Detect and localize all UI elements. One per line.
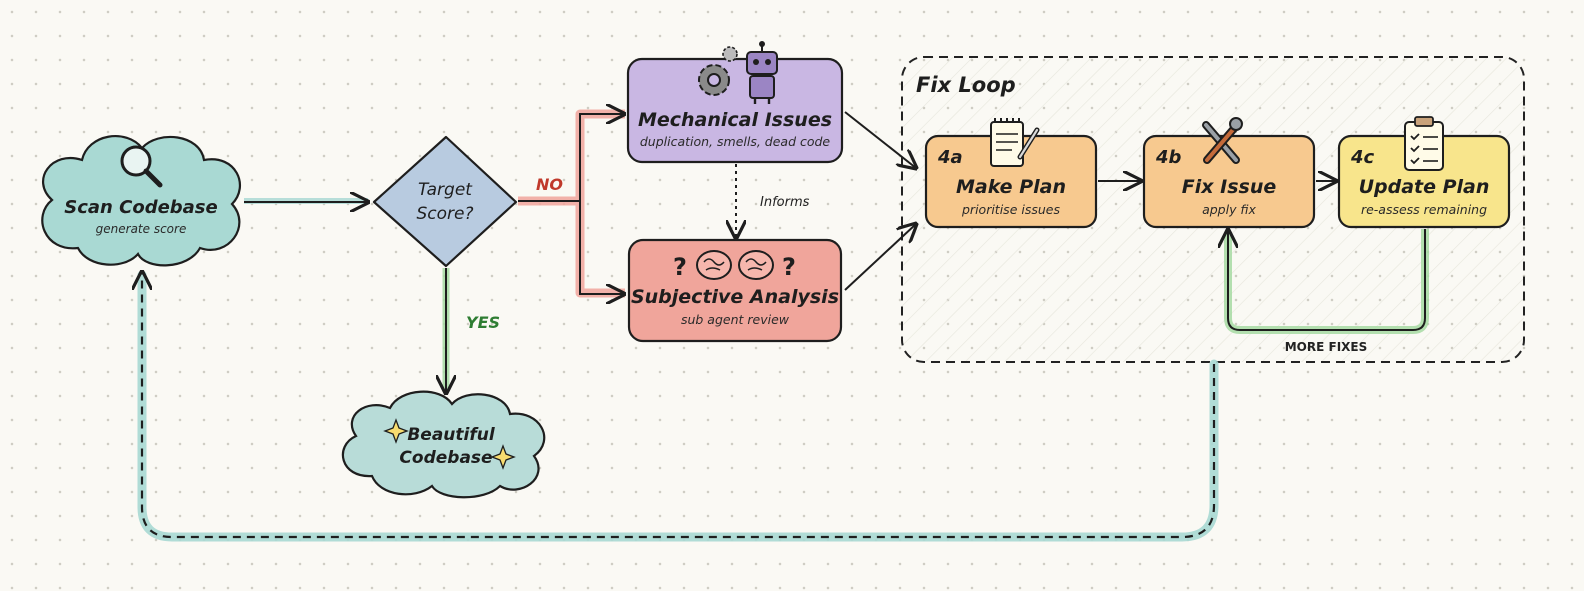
svg-text:?: ? (782, 253, 796, 281)
decision-node: Target Score? (372, 135, 518, 268)
subjective-subtitle: sub agent review (681, 312, 790, 327)
step-4c-subtitle: re-assess remaining (1361, 202, 1487, 217)
step-4a-num: 4a (937, 147, 963, 168)
beautiful-line2: Codebase (399, 448, 492, 468)
arrow-no-branch: NO (518, 114, 625, 294)
step-4b-num: 4b (1155, 147, 1182, 168)
informs-label: Informs (760, 195, 810, 210)
subjective-title: Subjective Analysis (631, 286, 839, 308)
beautiful-line1: Beautiful (407, 425, 496, 445)
no-label: NO (536, 175, 563, 194)
return-loop-arrow (142, 272, 1219, 542)
scan-codebase-node: Scan Codebase generate score (41, 135, 242, 267)
mechanical-issues-node: Mechanical Issues duplication, smells, d… (626, 41, 844, 164)
decision-line1: Target (418, 180, 473, 200)
step-4a-subtitle: prioritise issues (961, 202, 1060, 217)
yes-label: YES (466, 313, 500, 332)
mechanical-subtitle: duplication, smells, dead code (640, 134, 831, 149)
step-4c-title: Update Plan (1359, 176, 1490, 198)
brain-question-icon: ? ? (673, 250, 796, 281)
arrow-yes-branch: YES (446, 268, 500, 393)
step-make-plan: 4a Make Plan prioritise issues (924, 118, 1098, 229)
gear-robot-icon (698, 41, 778, 104)
more-fixes-label: MORE FIXES (1285, 340, 1368, 354)
subjective-analysis-node: ? ? Subjective Analysis sub agent review (627, 238, 843, 343)
fix-loop-title: Fix Loop (916, 73, 1016, 97)
svg-text:?: ? (673, 253, 687, 281)
arrows-to-make-plan (844, 111, 916, 291)
notepad-icon (990, 118, 1040, 167)
arrow-informs: Informs (736, 164, 810, 238)
step-update-plan: 4c Update Plan re-assess remaining (1337, 116, 1511, 229)
scan-title: Scan Codebase (64, 197, 217, 218)
tools-icon (1202, 117, 1243, 164)
magnifier-icon (120, 145, 163, 188)
decision-line2: Score? (416, 204, 473, 224)
beautiful-codebase-node: Beautiful Codebase (341, 390, 546, 499)
mechanical-title: Mechanical Issues (638, 109, 832, 131)
step-4b-subtitle: apply fix (1202, 202, 1256, 217)
step-fix-issue: 4b Fix Issue apply fix (1142, 117, 1316, 229)
step-4a-title: Make Plan (956, 176, 1066, 198)
arrow-more-fixes: MORE FIXES (1228, 229, 1429, 354)
step-4c-num: 4c (1350, 147, 1375, 168)
clipboard-icon (1404, 116, 1444, 171)
sparkle-icon (383, 418, 516, 470)
arrow-scan-to-decision (244, 201, 368, 202)
step-4b-title: Fix Issue (1182, 176, 1277, 198)
scan-subtitle: generate score (96, 222, 187, 236)
